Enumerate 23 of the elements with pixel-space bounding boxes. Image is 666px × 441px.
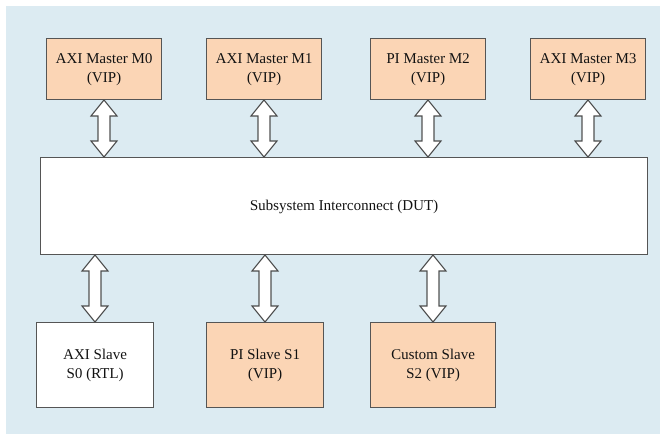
- box-label: AXI Slave S0 (RTL): [62, 346, 128, 384]
- double-arrow: [574, 99, 602, 158]
- box-label: AXI Master M3 (VIP): [538, 50, 638, 88]
- component-box: [206, 38, 322, 100]
- double-arrow: [414, 99, 442, 158]
- box-label: AXI Master M1 (VIP): [214, 50, 314, 88]
- double-arrow: [90, 99, 118, 158]
- interconnect-box: [40, 157, 648, 255]
- component-box: [206, 322, 324, 408]
- component-box: [46, 38, 162, 100]
- box-label: AXI Master M0 (VIP): [54, 50, 154, 88]
- box-label: PI Master M2 (VIP): [385, 50, 471, 88]
- component-box: [36, 322, 154, 408]
- component-box: [370, 322, 496, 408]
- box-label: PI Slave S1 (VIP): [228, 346, 301, 384]
- double-arrow: [250, 254, 280, 323]
- component-box: [530, 38, 646, 100]
- component-box: [370, 38, 486, 100]
- double-arrow: [418, 254, 448, 323]
- box-label: Custom Slave S2 (VIP): [390, 346, 476, 384]
- double-arrow: [250, 99, 278, 158]
- double-arrow: [80, 254, 110, 323]
- box-label: Subsystem Interconnect (DUT): [248, 196, 440, 216]
